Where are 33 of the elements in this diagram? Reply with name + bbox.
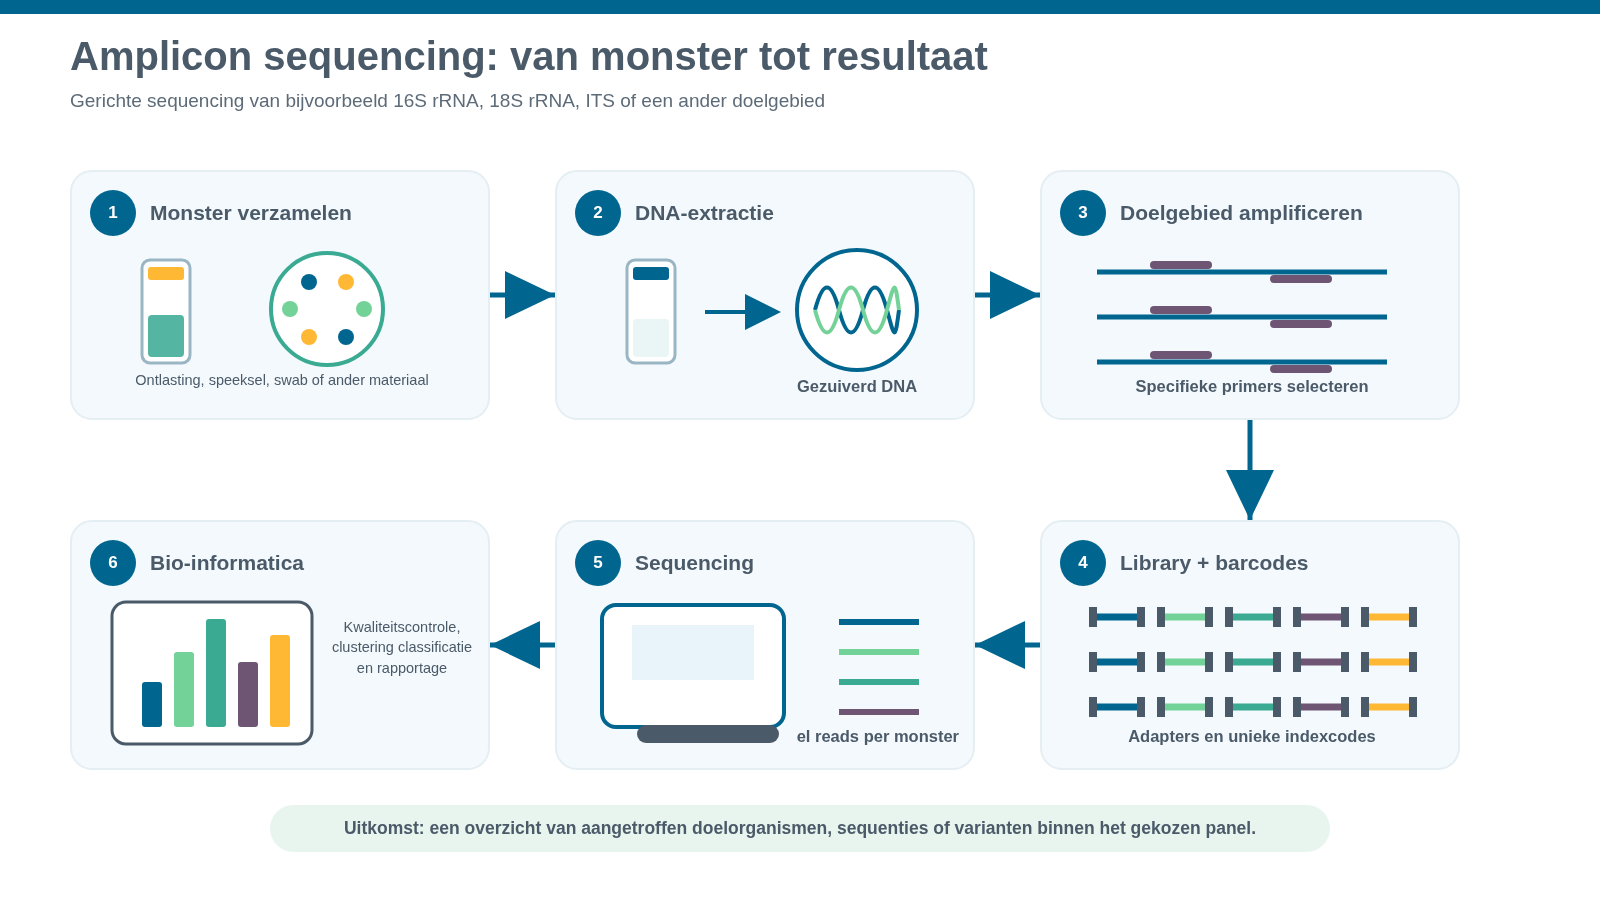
- step-card: [1040, 520, 1460, 770]
- arrow: [1226, 420, 1274, 520]
- step-heading: Monster verzamelen: [150, 201, 352, 225]
- step-heading: DNA-extractie: [635, 201, 774, 225]
- step-number: 3: [1060, 190, 1106, 236]
- top-band: [0, 0, 1600, 14]
- title: Amplicon sequencing: van monster tot resultaat: [70, 34, 988, 79]
- step-number: 2: [575, 190, 621, 236]
- step-number: 1: [90, 190, 136, 236]
- step-card: [70, 170, 490, 420]
- step-description: Specifieke primers selecteren: [1134, 376, 1370, 397]
- step-card: [70, 520, 490, 770]
- step-card: [555, 520, 975, 770]
- step-description: Adapters en unieke indexcodes: [1127, 726, 1377, 747]
- arrow: [975, 621, 1040, 669]
- outcome-banner: Uitkomst: een overzicht van aangetroffen doelorganismen, sequenties of varianten binnen het gekozen panel.: [270, 805, 1330, 852]
- arrow: [975, 271, 1040, 319]
- result-label: Gezuiverd DNA: [795, 376, 919, 397]
- step-number: 4: [1060, 540, 1106, 586]
- sample-description: Ontlasting, speeksel, swab of ander materiaal: [134, 371, 430, 390]
- step-number: 5: [575, 540, 621, 586]
- arrow: [490, 271, 555, 319]
- step-description: Kwaliteitscontrole, clustering classificatie en rapportage: [330, 618, 474, 678]
- subtitle: Gerichte sequencing van bijvoorbeeld 16S rRNA, 18S rRNA, ITS of een ander doelgebied: [70, 90, 826, 112]
- step-description: el reads per monster: [795, 726, 959, 747]
- step-heading: Library + barcodes: [1120, 551, 1309, 575]
- step-number: 6: [90, 540, 136, 586]
- step-heading: Sequencing: [635, 551, 755, 575]
- step-heading: Bio-informatica: [150, 551, 304, 575]
- step-card: [555, 170, 975, 420]
- step-heading: Doelgebied amplificeren: [1120, 201, 1363, 225]
- step-card: [1040, 170, 1460, 420]
- arrow: [490, 621, 555, 669]
